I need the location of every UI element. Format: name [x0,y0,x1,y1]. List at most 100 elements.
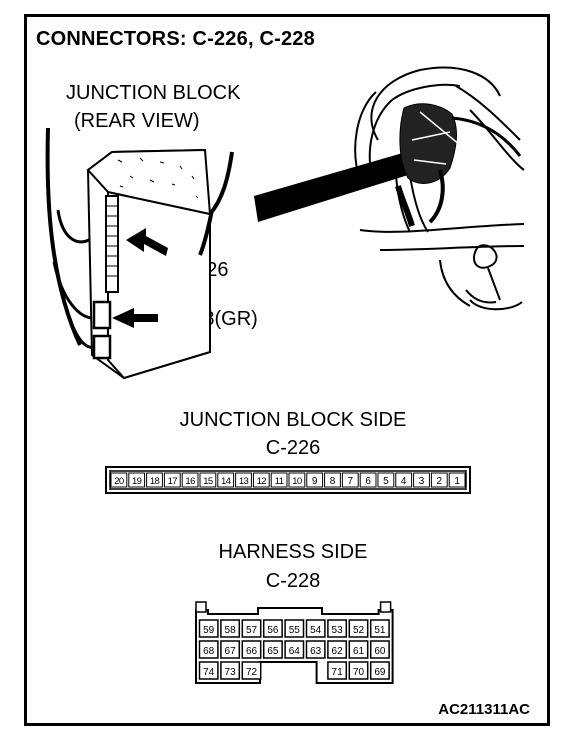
c228-pin-label: 68 [203,646,215,657]
c226-pin-label: 8 [330,476,336,487]
c226-pin-label: 18 [150,476,160,487]
c226-pin-3 [413,472,430,488]
c226-pin-19 [128,472,146,488]
c228-pin-label: 62 [332,646,344,657]
c226-pin-18 [146,472,163,488]
c228-pin-label: 73 [225,667,237,678]
diagram-title: CONNECTORS: C-226, C-228 [36,28,315,50]
c226-pin-20 [110,472,128,488]
c226-pin-15 [199,472,217,488]
c228-pin-label: 64 [289,646,301,657]
c228-pin-56 [262,619,283,638]
c226-connector-title: C-226 [265,437,321,459]
c228-pin-55 [284,619,305,638]
c228-pin-label: 60 [374,646,386,657]
c226-pin-13 [235,472,252,488]
c228-pin-label: 72 [246,667,258,678]
c228-pin-59 [198,619,219,638]
c228-right-latch [379,601,392,613]
c228-pin-73 [220,661,241,680]
c228-pin-label: 66 [246,646,258,657]
figure-code: AC211311AC [438,701,530,718]
c228-pin-71 [327,661,348,680]
harness-side-title: HARNESS SIDE [218,541,368,563]
junction-block-side-title: JUNCTION BLOCK SIDE [179,409,407,431]
c228-pin-68 [198,640,219,659]
c226-pin-7 [341,472,359,488]
c228-pin-52 [348,619,369,638]
c226-pin-12 [252,472,270,488]
c226-pin-11 [270,472,288,488]
c228-pin-64 [284,640,305,659]
c226-pin-label: 16 [185,476,195,487]
c228-pin-label: 65 [267,646,279,657]
c226-pin-10 [288,472,306,488]
c228-pin-57 [241,619,262,638]
c228-pin-label: 53 [332,625,344,636]
c228-pin-58 [220,619,241,638]
c228-pin-label: 56 [267,625,279,636]
c226-pin-5 [377,472,395,488]
callout-arrows [112,228,168,328]
c226-pin-label: 20 [114,476,124,487]
c228-pin-label: 69 [374,667,386,678]
c226-pin-label: 13 [239,476,249,487]
c226-pin-label: 19 [132,476,142,487]
c228-pin-54 [305,619,326,638]
c226-pin-label: 5 [383,476,389,487]
c226-pin-1 [448,472,466,488]
c228-pin-label: 70 [353,667,365,678]
c228-pin-label: 63 [310,646,322,657]
c228-pin-62 [327,640,348,659]
diagram-frame [24,14,550,726]
c226-pin-label: 7 [348,476,354,487]
c226-pin-label: 1 [454,476,460,487]
c226-pin-8 [324,472,341,488]
c226-pin-label: 17 [168,476,178,487]
c228-pin-label: 59 [203,625,215,636]
c228-pin-label: 52 [353,625,365,636]
junction-block-illustration [45,127,234,380]
c228-pin-label: 55 [289,625,301,636]
c228-pin-label: 61 [353,646,365,657]
vehicle-dashboard-illustration [354,66,525,311]
c226-pin-label: 3 [419,476,425,487]
dash-harness [395,103,522,227]
c226-pin-label: 6 [365,476,371,487]
c228-pin-label: 57 [246,625,258,636]
rear-view-label: (REAR VIEW) [74,110,200,132]
c228-pin-72 [241,661,262,680]
c228-pin-53 [327,619,348,638]
c228-pin-60 [369,640,390,659]
c228-pin-70 [348,661,369,680]
c228-pin-51 [369,619,390,638]
c226-pin-6 [359,472,377,488]
c226-pin-label: 9 [312,476,318,487]
c226-pin-label: 15 [203,476,213,487]
c228-pin-label: 74 [203,667,215,678]
c228-pin-label: 54 [310,625,322,636]
c226-pin-label: 12 [257,476,267,487]
c226-pin-label: 10 [292,476,302,487]
c228-pin-61 [348,640,369,659]
c228-left-latch [195,601,207,613]
c228-pin-67 [220,640,241,659]
location-pointer [254,148,424,222]
c226-pin-16 [181,472,199,488]
c226-pin-label: 2 [437,476,443,487]
c226-pin-17 [163,472,181,488]
c226-pin-14 [217,472,235,488]
c226-pin-4 [395,472,413,488]
c226-pin-label: 4 [401,476,407,487]
c228-pin-label: 58 [225,625,237,636]
c226-pin-9 [306,472,324,488]
c228-pin-65 [262,640,283,659]
junction-block-label: JUNCTION BLOCK [66,82,241,104]
c226-pin-2 [430,472,448,488]
c226-inner-shell [109,470,467,490]
c228-pin-63 [305,640,326,659]
c228-connector-title: C-228 [265,570,321,592]
c228-pin-66 [241,640,262,659]
